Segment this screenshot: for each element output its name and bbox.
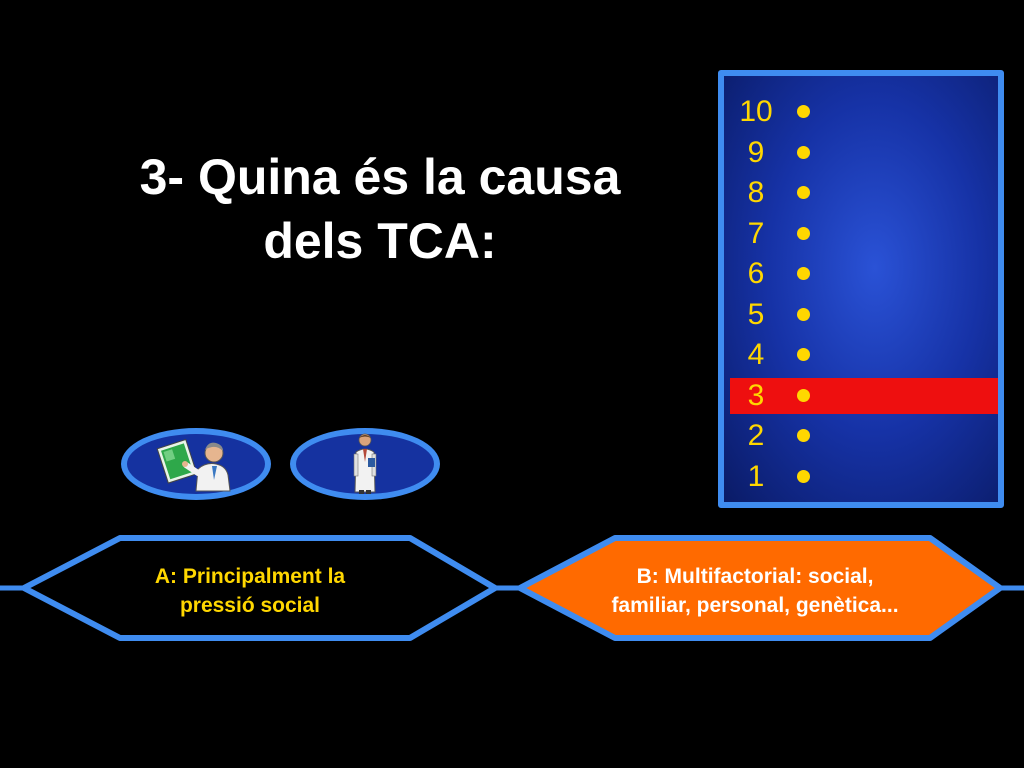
- answer-a-line-2: pressió social: [179, 594, 321, 617]
- answers-frame: [0, 535, 1024, 641]
- ladder-row-4: 4: [730, 337, 998, 373]
- answer-a-text[interactable]: A: Principalment la pressió social: [110, 562, 390, 620]
- ladder-level: 6: [747, 257, 765, 290]
- dot-icon: [797, 348, 810, 361]
- ladder-level: 1: [747, 460, 765, 493]
- answer-a-line-1: A: Principalment la: [154, 565, 346, 588]
- answer-b-shape[interactable]: [517, 535, 1003, 641]
- dot-icon: [797, 389, 810, 402]
- ask-medic-lifeline[interactable]: [290, 428, 440, 500]
- ladder-level: 3: [747, 379, 765, 412]
- ladder-row-10: 10: [730, 94, 998, 130]
- ladder-level: 4: [747, 338, 765, 371]
- ladder-row-2: 2: [730, 418, 998, 454]
- ladder-level: 9: [747, 136, 765, 169]
- doctor-with-xray-icon: [156, 438, 231, 492]
- ladder-row-9: 9: [730, 135, 998, 171]
- ask-doctor-lifeline[interactable]: [121, 428, 271, 500]
- dot-icon: [797, 186, 810, 199]
- answer-b-line-1: B: Multifactorial: social,: [636, 565, 874, 588]
- ladder-row-7: 7: [730, 216, 998, 252]
- medic-standing-icon: [353, 433, 377, 494]
- answers-area: A: Principalment la pressió social B: Mu…: [0, 530, 1024, 650]
- ladder-level: 7: [747, 217, 765, 250]
- answer-b-text[interactable]: B: Multifactorial: social, familiar, per…: [565, 562, 945, 620]
- dot-icon: [797, 105, 810, 118]
- question-title: 3- Quina és la causa dels TCA:: [60, 145, 700, 273]
- ladder-level: 8: [747, 176, 765, 209]
- ladder-row-3-current: 3: [730, 378, 998, 414]
- dot-icon: [797, 267, 810, 280]
- answer-a-shape[interactable]: [21, 535, 498, 641]
- ladder-row-1: 1: [730, 459, 998, 495]
- ladder-row-8: 8: [730, 175, 998, 211]
- ladder-level: 2: [747, 419, 765, 452]
- ladder-row-5: 5: [730, 297, 998, 333]
- prize-ladder: 10 9 8 7 6 5 4 3 2 1: [718, 70, 1004, 508]
- dot-icon: [797, 227, 810, 240]
- question-line-1: 3- Quina és la causa: [139, 149, 621, 205]
- ladder-level: 10: [739, 95, 773, 128]
- dot-icon: [797, 146, 810, 159]
- dot-icon: [797, 308, 810, 321]
- dot-icon: [797, 470, 810, 483]
- question-line-2: dels TCA:: [263, 213, 497, 269]
- dot-icon: [797, 429, 810, 442]
- ladder-row-6: 6: [730, 256, 998, 292]
- ladder-level: 5: [747, 298, 765, 331]
- answer-b-line-2: familiar, personal, genètica...: [611, 594, 899, 617]
